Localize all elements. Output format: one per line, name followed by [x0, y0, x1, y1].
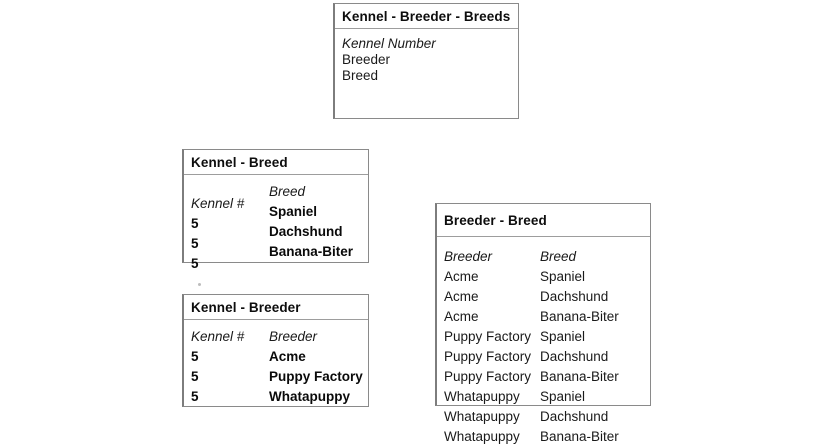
table-cell: Banana-Biter — [540, 309, 619, 324]
table-cell: Puppy Factory — [444, 349, 532, 364]
table-cell: 5 — [191, 216, 199, 231]
table-column-breed: Breed Spaniel Dachshund Banana-Biter Spa… — [540, 247, 619, 447]
entity-body-breeder-breed: Breeder Acme Acme Acme Puppy Factory Pup… — [437, 237, 650, 444]
column-header: Breeder — [269, 329, 318, 344]
data-table-breeder-breed: Breeder Acme Acme Acme Puppy Factory Pup… — [444, 247, 650, 444]
entity-body-kennel-breeder: Kennel # 5 5 5 Breeder Acme Puppy Factor… — [184, 320, 368, 415]
table-cell: 5 — [191, 389, 199, 404]
table-cell: Whatapuppy — [269, 389, 350, 404]
attribute-row: Breeder — [342, 52, 391, 67]
title-separator — [437, 236, 650, 237]
table-cell: Whatapuppy — [444, 389, 520, 404]
table-column-breed: Breed Spaniel Dachshund Banana-Biter — [269, 182, 355, 262]
table-cell: Puppy Factory — [444, 329, 532, 344]
entity-title-kennel-breeder-breeds: Kennel - Breeder - Breeds — [342, 9, 511, 24]
entity-title-breeder-breed: Breeder - Breed — [444, 213, 547, 228]
entity-title-kennel-breed: Kennel - Breed — [191, 155, 288, 170]
table-cell: Puppy Factory — [269, 369, 363, 384]
column-header: Breed — [269, 184, 306, 199]
diagram-canvas: Kennel - Breeder - Breeds Kennel Number … — [182, 3, 651, 444]
table-cell: Banana-Biter — [540, 369, 619, 384]
table-column-kennel-number: Kennel # 5 5 5 — [191, 194, 244, 274]
table-column-kennel-number: Kennel # 5 5 5 — [191, 327, 244, 407]
title-separator — [335, 28, 518, 29]
table-cell: Spaniel — [269, 204, 318, 219]
table-cell: Whatapuppy — [444, 409, 520, 424]
entity-box-kennel-breed[interactable]: Kennel - Breed Kennel # 5 5 5 Breed Span… — [182, 149, 369, 286]
table-cell: Puppy Factory — [444, 369, 532, 384]
table-cell: Dachshund — [540, 409, 609, 424]
table-cell: Spaniel — [540, 389, 586, 404]
entity-box-kennel-breeder-breeds[interactable]: Kennel - Breeder - Breeds Kennel Number … — [333, 3, 519, 119]
entity-title-kennel-breeder: Kennel - Breeder — [191, 300, 301, 315]
data-table-kennel-breeder: Kennel # 5 5 5 Breeder Acme Puppy Factor… — [191, 327, 368, 415]
title-separator — [184, 174, 368, 175]
table-column-breeder: Breeder Acme Acme Acme Puppy Factory Pup… — [444, 247, 531, 447]
table-cell: 5 — [191, 349, 199, 364]
table-cell: 5 — [191, 236, 199, 251]
table-cell: Acme — [269, 349, 306, 364]
entity-body-kennel-breeder-breeds: Kennel Number Breeder Breed — [335, 29, 518, 84]
column-header: Breed — [540, 249, 577, 264]
column-header: Breeder — [444, 249, 493, 264]
table-cell: Spaniel — [540, 329, 586, 344]
table-cell: Dachshund — [540, 289, 609, 304]
column-header: Kennel # — [191, 329, 245, 344]
table-cell: 5 — [191, 369, 199, 384]
table-cell: Acme — [444, 269, 479, 284]
data-table-kennel-breed: Kennel # 5 5 5 Breed Spaniel Dachshund B… — [191, 182, 368, 286]
attribute-list: Kennel Number Breeder Breed — [342, 36, 518, 84]
entity-box-breeder-breed[interactable]: Breeder - Breed Breeder Acme Acme Acme P… — [435, 203, 651, 444]
table-cell: Dachshund — [540, 349, 609, 364]
table-cell: 5 — [191, 256, 199, 271]
attribute-row: Breed — [342, 68, 379, 83]
title-separator — [184, 319, 368, 320]
table-cell: Banana-Biter — [540, 429, 619, 444]
table-cell: Spaniel — [540, 269, 586, 284]
ink-speck — [198, 283, 201, 286]
table-cell: Dachshund — [269, 224, 343, 239]
table-cell: Acme — [444, 309, 479, 324]
column-header: Kennel # — [191, 196, 245, 211]
table-column-breeder: Breeder Acme Puppy Factory Whatapuppy — [269, 327, 363, 407]
table-cell: Whatapuppy — [444, 429, 520, 444]
table-cell: Acme — [444, 289, 479, 304]
table-cell: Banana-Biter — [269, 244, 354, 259]
entity-box-kennel-breeder[interactable]: Kennel - Breeder Kennel # 5 5 5 Breeder … — [182, 294, 369, 407]
entity-body-kennel-breed: Kennel # 5 5 5 Breed Spaniel Dachshund B… — [184, 175, 368, 286]
attribute-row-key: Kennel Number — [342, 36, 436, 51]
